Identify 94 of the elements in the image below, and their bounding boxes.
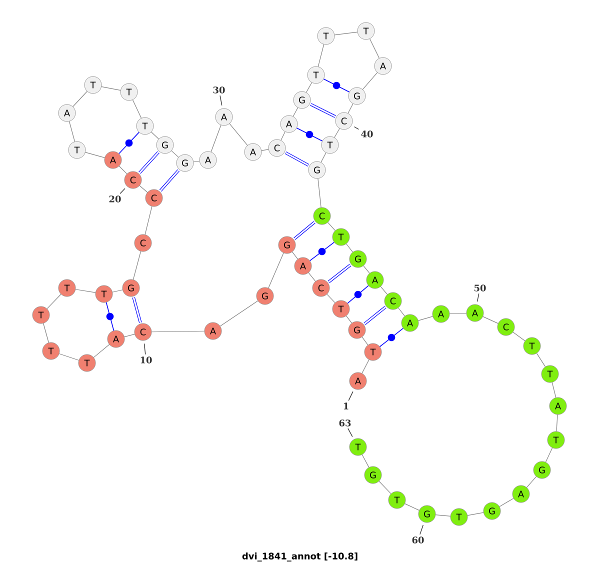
backbone-line	[380, 286, 388, 295]
backbone-line	[151, 330, 205, 332]
base-pair-line	[323, 78, 350, 92]
backbone-line	[499, 498, 514, 507]
base-pair-line	[118, 132, 140, 154]
backbone-line	[526, 476, 537, 488]
backbone-line	[151, 132, 159, 140]
backbone-line	[363, 265, 370, 274]
position-number: 20	[109, 196, 121, 202]
leader-line	[348, 428, 353, 438]
backbone-line	[46, 294, 62, 310]
backbone-line	[398, 308, 405, 316]
position-number: 63	[339, 420, 351, 426]
leader-line	[120, 188, 126, 194]
base-pair-line	[138, 151, 160, 174]
base-pair-line	[159, 169, 180, 192]
leader-line	[420, 524, 424, 535]
leader-line	[354, 126, 360, 130]
backbone-line	[552, 382, 556, 398]
base-pair-line	[296, 128, 323, 142]
backbone-line	[139, 185, 148, 193]
base-pair-line	[310, 103, 336, 118]
backbone-line	[93, 344, 110, 358]
backbone-line	[72, 91, 88, 107]
backbone-line	[261, 149, 269, 151]
backbone-line	[318, 44, 324, 67]
base-pair-line	[106, 302, 114, 331]
base-pair-line	[310, 242, 334, 262]
backbone-line	[545, 448, 553, 462]
backbone-line	[370, 38, 380, 58]
backbone-line	[512, 332, 526, 342]
backbone-line	[144, 206, 152, 235]
backbone-line	[308, 272, 316, 282]
backbone-line	[292, 107, 298, 117]
position-number: 10	[140, 356, 152, 364]
backbone-line	[132, 100, 142, 118]
base-pair-line	[347, 285, 369, 304]
backbone-line	[482, 316, 498, 324]
position-number: 30	[213, 86, 225, 94]
backbone-line	[362, 359, 370, 374]
backbone-line	[334, 128, 340, 138]
backbone-line	[346, 244, 353, 252]
position-number: 40	[361, 130, 373, 138]
backbone-line	[418, 316, 433, 321]
backbone-line	[326, 294, 336, 303]
backbone-line	[467, 512, 484, 516]
backbone-line	[362, 72, 378, 90]
backbone-line	[220, 300, 258, 326]
base-pair-line	[379, 328, 404, 348]
backbone-line	[334, 32, 358, 36]
backbone-line	[210, 124, 222, 152]
backbone-line	[306, 82, 312, 93]
caption: dvi_1841_annot [-10.8]	[242, 552, 358, 562]
backbone-line	[280, 131, 286, 141]
backbone-line	[536, 353, 546, 367]
backbone-line	[171, 150, 179, 158]
backbone-line	[124, 334, 135, 338]
backbone-line	[112, 290, 123, 292]
leader-line	[476, 293, 480, 302]
backbone-line	[404, 503, 420, 511]
leader-line	[348, 391, 354, 401]
backbone-line	[318, 178, 322, 208]
position-number: 50	[474, 284, 486, 292]
base-pair-line	[294, 221, 316, 240]
leader-line	[144, 343, 146, 355]
base-pair-line	[364, 306, 386, 325]
backbone-line	[346, 316, 352, 324]
backbone-line	[75, 289, 96, 293]
backbone-line	[348, 103, 354, 114]
backbone-line	[362, 454, 370, 468]
backbone-line	[118, 166, 128, 174]
backbone-line	[58, 353, 80, 361]
backbone-line	[193, 160, 200, 162]
backbone-line	[85, 152, 105, 158]
backbone-line	[328, 222, 336, 231]
backbone-line	[101, 86, 121, 91]
backbone-line	[378, 480, 392, 494]
backbone-line	[132, 251, 142, 280]
backbone-line	[268, 252, 284, 288]
backbone-line	[556, 414, 558, 432]
base-pair-line	[284, 151, 310, 167]
position-number: 60	[412, 536, 424, 544]
backbone-line	[229, 123, 248, 146]
backbone-line	[435, 514, 451, 516]
backbone-line	[362, 336, 368, 346]
backbone-line	[449, 312, 467, 314]
backbone-line	[68, 121, 76, 142]
backbone-line	[43, 323, 49, 343]
base-pair-line	[132, 296, 142, 323]
position-number: 1	[344, 402, 348, 410]
backbone-line	[292, 252, 298, 260]
base-pair-line	[328, 264, 352, 284]
backbone-line	[320, 152, 326, 163]
leader-line	[220, 95, 222, 106]
